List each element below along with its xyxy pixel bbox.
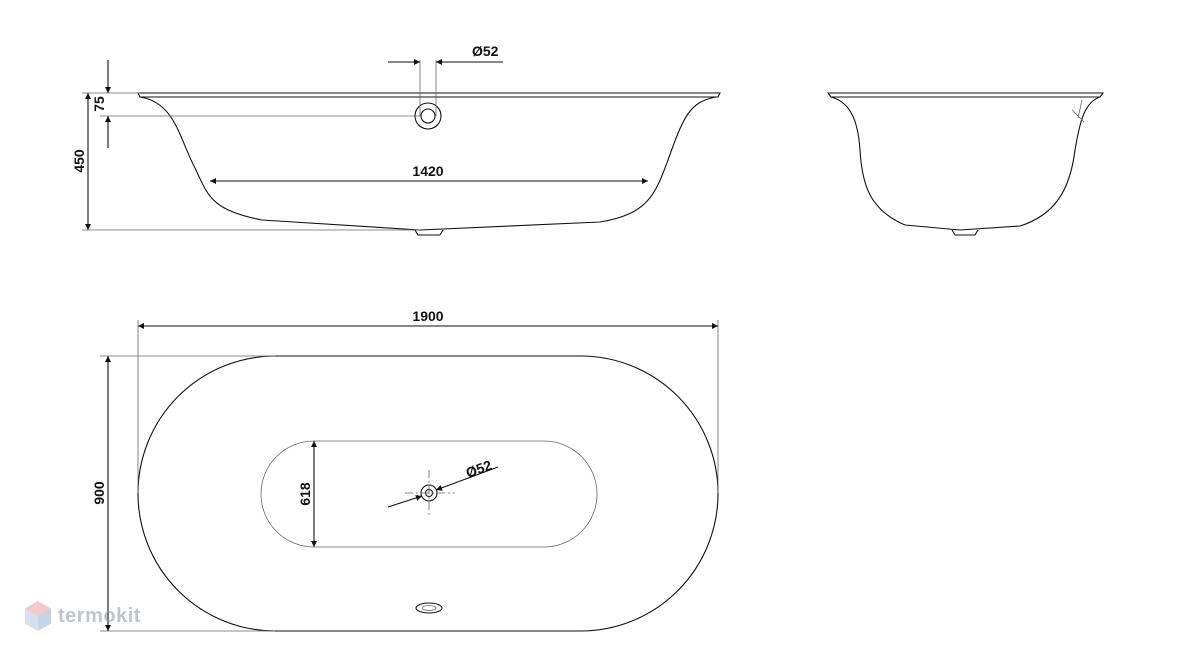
side-view-drain [414,229,444,236]
inner-length-label: 1420 [412,163,443,179]
total-height-label: 450 [71,149,87,173]
side-view: Ø52 75 450 1420 [71,43,721,236]
end-view-body [830,96,1101,231]
side-view-rim [137,92,721,98]
rim-height-label: 75 [91,96,107,112]
logo-icon [25,601,51,631]
end-view-rim [826,92,1105,98]
overflow-inner-circle [420,108,436,124]
end-view-drain [951,229,979,236]
overflow-diameter-label: Ø52 [472,43,499,59]
top-view-basin [260,440,598,548]
top-view: Ø52 1900 900 618 [91,308,719,632]
overflow-bottom-outer [415,602,443,614]
end-view [826,92,1105,236]
top-view-outline [137,355,719,632]
overflow-bottom-inner [421,605,437,611]
drain-diameter-label: Ø52 [464,457,495,481]
total-length-label: 1900 [412,308,443,324]
inner-width-label: 618 [297,482,313,506]
total-width-label: 900 [91,481,107,505]
watermark: termokit [24,600,141,632]
watermark-text: termokit [58,604,141,627]
